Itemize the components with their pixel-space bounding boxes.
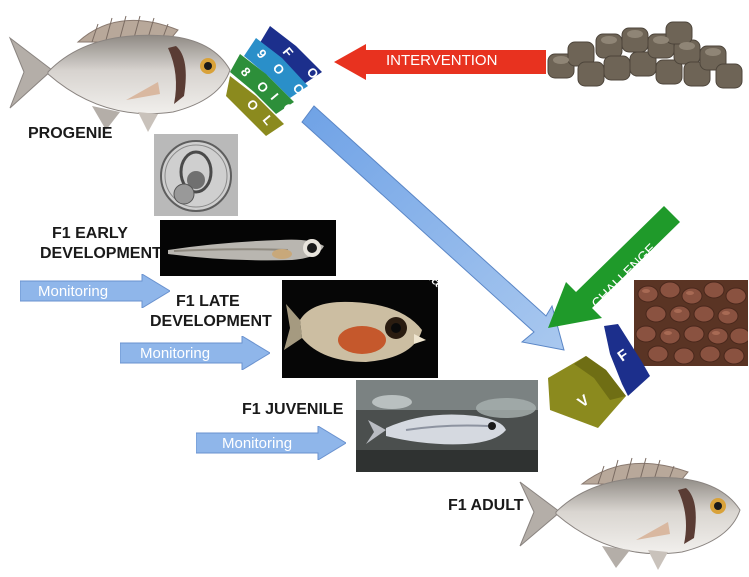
feed-pellets-top-image [542,20,748,92]
commercial-arrow [296,104,572,356]
monitoring-label-3: Monitoring [222,435,292,452]
bottom-chevron-stack: F V [546,324,658,432]
monitoring-label-1: Monitoring [38,283,108,300]
f1-late-label-line2: DEVELOPMENT [150,312,272,332]
f1-late-label-line1: F1 LATE [176,292,240,312]
egg-image [154,134,238,216]
f1-juvenile-label: F1 JUVENILE [242,400,343,420]
f1-adult-label: F1 ADULT [448,496,524,516]
intervention-label: INTERVENTION [386,52,497,69]
progenie-fish-image [8,8,240,138]
f1-juvenile-fish-image [356,380,538,472]
f1-early-label-line2: DEVELOPMENT [40,244,162,264]
progenie-label: PROGENIE [28,124,112,144]
monitoring-label-2: Monitoring [140,345,210,362]
f1-adult-fish-image [518,450,746,574]
f1-early-label-line1: F1 EARLY [52,224,128,244]
